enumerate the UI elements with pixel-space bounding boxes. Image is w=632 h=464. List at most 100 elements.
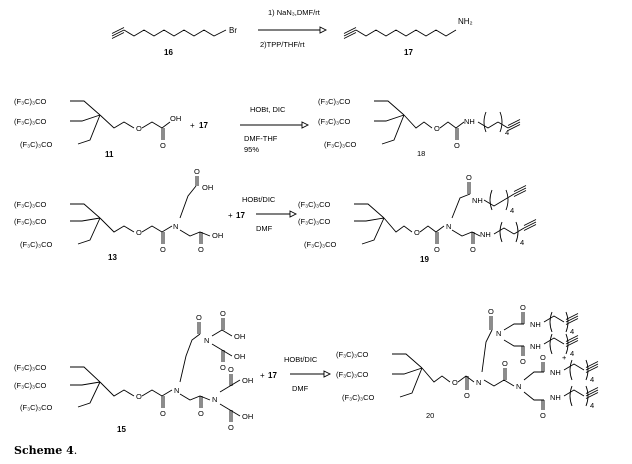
amide-nh: NH xyxy=(472,196,483,205)
fluoro-group: (F₃C)₃CO xyxy=(20,140,53,149)
compound-11-label: 11 xyxy=(105,150,114,159)
row1-reagent-top: 1) NaN₃,DMF/rt xyxy=(268,8,321,17)
row4-reagent-top: HOBt/DIC xyxy=(284,355,318,364)
acid-hydroxyl: OH xyxy=(212,231,223,240)
carbonyl-oxygen: O xyxy=(228,365,234,374)
amide-nh: NH xyxy=(480,230,491,239)
amine-label: NH₂ xyxy=(458,17,473,26)
fluoro-group: (F₃C)₃CO xyxy=(336,350,369,359)
carbonyl-oxygen: O xyxy=(470,245,476,254)
fluoro-group: (F₃C)₃CO xyxy=(20,403,53,412)
nitrogen-atom: N xyxy=(476,378,481,387)
nitrogen-atom: N xyxy=(496,329,501,338)
compound-18-label: 18 xyxy=(417,149,425,158)
nitrogen-atom: N xyxy=(204,336,209,345)
row3-reagent-bottom: DMF xyxy=(256,224,273,233)
nitrogen-atom: N xyxy=(174,386,179,395)
ether-oxygen: O xyxy=(434,124,440,133)
acid-hydroxyl: OH xyxy=(234,352,245,361)
fluoro-group: (F₃C)₃CO xyxy=(14,200,47,209)
carbonyl-oxygen: O xyxy=(488,307,494,316)
carbonyl-oxygen: O xyxy=(466,173,472,182)
arrow-row4: HOBt/DIC DMF xyxy=(284,355,332,393)
amide-nh: NH xyxy=(550,368,561,377)
carbonyl-oxygen: O xyxy=(220,363,226,372)
ether-oxygen: O xyxy=(136,124,142,133)
fluoro-group: (F₃C)₃CO xyxy=(298,217,331,226)
row4-reagent-bottom: DMF xyxy=(292,384,309,393)
caption-suffix: . xyxy=(73,444,78,457)
repeat-count: 4 xyxy=(510,206,514,215)
carbonyl-oxygen: O xyxy=(194,167,200,176)
fluoro-group: (F₃C)₃CO xyxy=(304,240,337,249)
compound-16: Br 16 xyxy=(111,26,237,57)
compound-19-label: 19 xyxy=(420,255,429,264)
bromine-label: Br xyxy=(229,26,237,35)
row2-reagent-bottom: DMF-THF xyxy=(244,134,278,143)
fluoro-group: (F₃C)₃CO xyxy=(336,370,369,379)
repeat-count: 4 xyxy=(505,128,509,137)
nitrogen-atom: N xyxy=(173,222,178,231)
acid-hydroxyl: OH xyxy=(242,376,253,385)
row2-yield: 95% xyxy=(244,145,259,154)
carbonyl-oxygen: O xyxy=(228,423,234,432)
carbonyl-oxygen: O xyxy=(502,359,508,368)
ether-oxygen: O xyxy=(452,378,458,387)
carbonyl-oxygen: O xyxy=(540,411,546,420)
plus-sign: + xyxy=(228,211,233,220)
row2-reagent-top: HOBt, DIC xyxy=(250,105,286,114)
ether-oxygen: O xyxy=(414,228,420,237)
carbonyl-oxygen: O xyxy=(198,409,204,418)
fluoro-group: (F₃C)₃CO xyxy=(324,140,357,149)
arrow-row2: HOBt, DIC DMF-THF 95% xyxy=(240,105,310,154)
compound-18: (F₃C)₃CO (F₃C)₃CO (F₃C)₃CO O O NH 4 18 xyxy=(318,97,521,158)
acid-hydroxyl: OH xyxy=(242,412,253,421)
plus-sign: + xyxy=(562,353,567,362)
compound-15: (F₃C)₃CO (F₃C)₃CO (F₃C)₃CO O O N O N O O… xyxy=(14,309,253,434)
arrow-row1: 1) NaN₃,DMF/rt 2)TPP/THF/rt xyxy=(258,8,328,49)
arrow-row3: HOBt/DIC DMF xyxy=(242,195,298,233)
fluoro-group: (F₃C)₃CO xyxy=(20,240,53,249)
carbonyl-oxygen: O xyxy=(220,309,226,318)
amide-nh: NH xyxy=(464,117,475,126)
repeat-count: 4 xyxy=(590,375,594,384)
ether-oxygen: O xyxy=(136,392,142,401)
fluoro-group: (F₃C)₃CO xyxy=(318,97,351,106)
fluoro-group: (F₃C)₃CO xyxy=(14,363,47,372)
fluoro-group: (F₃C)₃CO xyxy=(342,393,375,402)
carbonyl-oxygen: O xyxy=(520,303,526,312)
fluoro-group: (F₃C)₃CO xyxy=(14,381,47,390)
carbonyl-oxygen: O xyxy=(160,141,166,150)
fluoro-group: (F₃C)₃CO xyxy=(14,97,47,106)
amine-reference: 17 xyxy=(236,211,245,220)
ether-oxygen: O xyxy=(136,228,142,237)
repeat-count: 4 xyxy=(520,238,524,247)
carbonyl-oxygen: O xyxy=(160,245,166,254)
compound-20-label: 20 xyxy=(426,411,434,420)
carbonyl-oxygen: O xyxy=(520,357,526,366)
carbonyl-oxygen: O xyxy=(454,141,460,150)
carbonyl-oxygen: O xyxy=(160,409,166,418)
carbonyl-oxygen: O xyxy=(540,353,546,362)
plus-sign: + xyxy=(260,371,265,380)
amide-nh: NH xyxy=(550,393,561,402)
compound-13-label: 13 xyxy=(108,253,117,262)
row1-reagent-bottom: 2)TPP/THF/rt xyxy=(260,40,305,49)
amide-nh: NH xyxy=(530,320,541,329)
compound-15-label: 15 xyxy=(117,425,126,434)
nitrogen-atom: N xyxy=(212,395,217,404)
compound-19: (F₃C)₃CO (F₃C)₃CO (F₃C)₃CO O O N O NH 4 … xyxy=(298,173,537,264)
amine-reference: 17 xyxy=(268,371,277,380)
compound-17: NH₂ 17 xyxy=(343,17,473,57)
fluoro-group: (F₃C)₃CO xyxy=(298,200,331,209)
repeat-count: 4 xyxy=(590,401,594,410)
compound-11: (F₃C)₃CO (F₃C)₃CO (F₃C)₃CO O O OH 11 xyxy=(14,97,181,159)
nitrogen-atom: N xyxy=(446,222,451,231)
compound-16-label: 16 xyxy=(164,48,173,57)
scheme-caption: Scheme 4. xyxy=(14,444,77,457)
repeat-count: 4 xyxy=(570,327,574,336)
fluoro-group: (F₃C)₃CO xyxy=(14,117,47,126)
acid-hydroxyl: OH xyxy=(234,332,245,341)
amide-nh: NH xyxy=(530,342,541,351)
